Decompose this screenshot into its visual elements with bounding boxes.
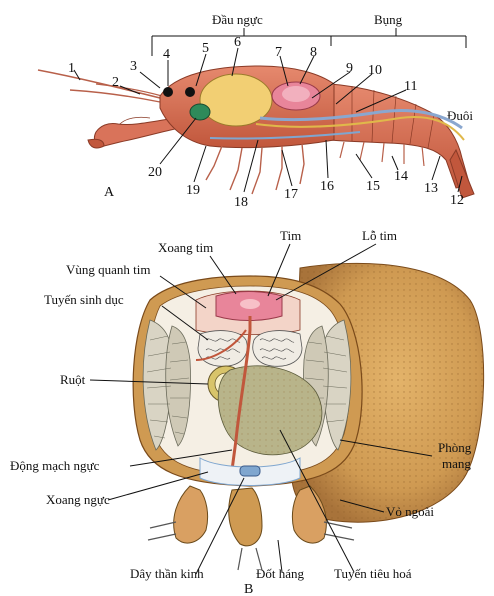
- label-intestine: Ruột: [60, 372, 86, 387]
- number-14: 14: [394, 169, 408, 184]
- label-sternal-sinus: Xoang ngực: [46, 492, 110, 507]
- number-1: 1: [68, 61, 75, 76]
- label-pericardial: Vùng quanh tim: [66, 262, 151, 277]
- number-18: 18: [234, 195, 248, 210]
- number-3: 3: [130, 59, 137, 74]
- gonad-right: [253, 331, 302, 367]
- number-20: 20: [148, 165, 162, 180]
- green-gland: [190, 104, 210, 120]
- swimmerets: [340, 142, 424, 166]
- label-gonad: Tuyến sinh dục: [44, 292, 124, 307]
- number-19: 19: [186, 183, 200, 198]
- eye: [163, 87, 173, 97]
- label-carapace: Vỏ ngoài: [386, 504, 434, 519]
- panel-b-letter: B: [244, 582, 253, 596]
- label-sternal-artery: Động mạch ngực: [10, 458, 100, 473]
- label-ostium: Lỗ tim: [362, 228, 397, 243]
- number-7: 7: [275, 45, 282, 60]
- panel-a-letter: A: [104, 185, 115, 200]
- brain: [185, 87, 195, 97]
- region-label-cephalothorax: Đầu ngực: [212, 12, 263, 27]
- number-6: 6: [234, 35, 241, 50]
- region-brackets: [152, 28, 466, 56]
- gonad-left: [198, 331, 247, 367]
- number-2: 2: [112, 75, 119, 90]
- ostium-mark: [240, 299, 260, 309]
- number-10: 10: [368, 63, 382, 78]
- number-8: 8: [310, 45, 317, 60]
- panel-b: Xoang tim Tim Lỗ tim Vùng quanh tim Tuyế…: [10, 228, 484, 596]
- label-digestive-gland: Tuyến tiêu hoá: [334, 566, 412, 581]
- label-branchial-chamber-line2: mang: [442, 456, 471, 471]
- label-nerve-cord: Dây thần kinh: [130, 566, 204, 581]
- label-heart: Tim: [280, 228, 301, 243]
- number-4: 4: [163, 47, 170, 62]
- panel-a: Đầu ngực Bụng Đuôi: [38, 12, 474, 210]
- number-13: 13: [424, 181, 438, 196]
- number-9: 9: [346, 61, 353, 76]
- number-17: 17: [284, 187, 298, 202]
- number-12: 12: [450, 193, 464, 208]
- region-label-abdomen: Bụng: [374, 12, 403, 27]
- number-11: 11: [404, 79, 417, 94]
- label-heart-sinus: Xoang tim: [158, 240, 213, 255]
- number-15: 15: [366, 179, 380, 194]
- number-5: 5: [202, 41, 209, 56]
- heart-highlight: [282, 86, 310, 102]
- nerve-cord-b: [240, 466, 260, 476]
- number-16: 16: [320, 179, 334, 194]
- label-leg-segment: Đốt háng: [256, 566, 305, 581]
- claw: [88, 117, 180, 148]
- label-branchial-chamber-line1: Phòng: [438, 440, 472, 455]
